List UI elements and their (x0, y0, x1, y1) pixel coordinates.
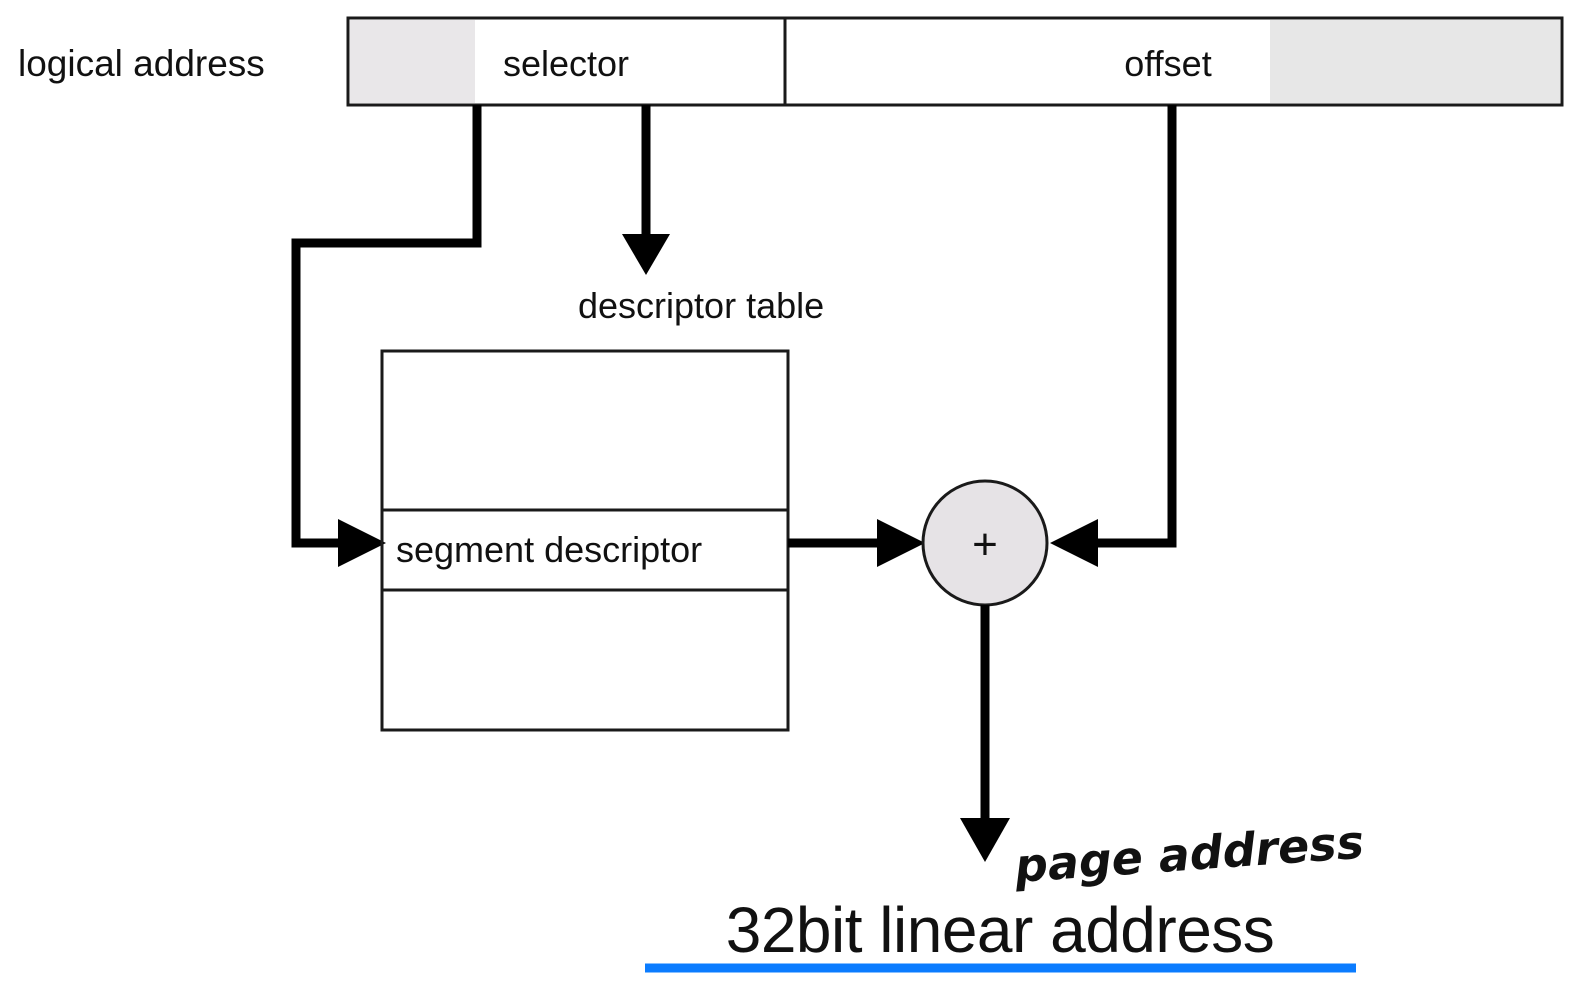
logical-address-bar (346, 16, 1564, 107)
descriptor-table-label: descriptor table (578, 285, 824, 326)
descriptor-table-upper-rows (380, 349, 790, 512)
arrowhead-into-adder-right (1050, 519, 1098, 567)
segment-descriptor-to-adder-wire (788, 519, 925, 567)
logical-address-label: logical address (18, 43, 265, 84)
arrowhead-into-segment-descriptor (338, 519, 386, 567)
adder-node[interactable]: + (921, 479, 1049, 607)
selector-shade-left (350, 20, 475, 103)
arrowhead-into-descriptor-table (622, 234, 670, 275)
arrowhead-into-linear-address (960, 818, 1010, 862)
segment-descriptor-label: segment descriptor (396, 529, 702, 570)
adder-to-linear-address-wire (960, 605, 1010, 862)
offset-label: offset (1124, 43, 1211, 84)
selector-label: selector (503, 43, 629, 84)
adder-plus-symbol: + (972, 520, 998, 569)
page-address-annotation: page address (1012, 815, 1366, 893)
selector-to-descriptor-table-wire (622, 105, 670, 275)
linear-address-label: 32bit linear address (726, 894, 1275, 966)
selector-to-segment-descriptor-wire (291, 105, 482, 567)
descriptor-table-box[interactable] (380, 349, 790, 732)
offset-to-adder-wire (1050, 105, 1177, 567)
arrowhead-into-adder-left (877, 519, 925, 567)
descriptor-table-lower-rows (380, 588, 790, 732)
offset-shade-right (1270, 20, 1560, 103)
